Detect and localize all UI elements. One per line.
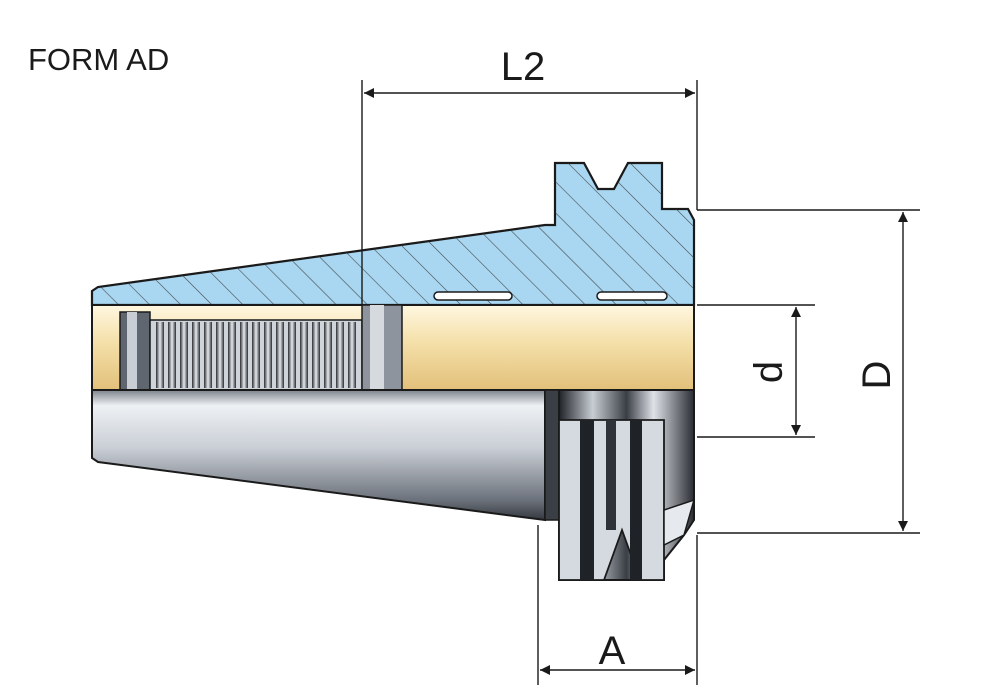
thread-ridge [156,322,164,388]
drive-notch [663,498,696,547]
section-hatch [92,163,694,305]
thread-ridge [216,322,224,388]
thread-ridge [204,322,212,388]
thread-ridge [288,322,296,388]
page-title: FORM AD [28,42,169,77]
d-label: d [747,361,791,383]
taper-body [91,389,546,522]
L2-label: L2 [501,45,546,89]
key-slot-right [596,291,668,301]
groove-ring-left-highlight [127,312,137,390]
flange-band-1 [580,420,594,580]
thread-ridge [252,322,260,388]
A-label: A [599,629,626,673]
thread-ridge [180,322,188,388]
thread-ridge [312,322,320,388]
upper-section [90,161,696,307]
D-label: D [855,361,899,390]
thread-ridge [264,322,272,388]
thread-ridge [168,322,176,388]
thread-ridge [300,322,308,388]
thread-ridge [240,322,248,388]
collar-ring [544,389,560,521]
thread-ridge [192,322,200,388]
flange-band-3 [630,420,642,580]
bore-step-highlight [370,305,384,390]
thread-ridges [156,322,356,388]
thread-ridge [276,322,284,388]
flange-band-2 [606,420,616,530]
dimension-lines [361,80,920,685]
lower-exterior [91,389,696,581]
bore-section [91,304,695,391]
thread-ridge [324,322,332,388]
thread-ridge [348,322,356,388]
thread-ridge [336,322,344,388]
thread-ridge [228,322,236,388]
key-slot-left [433,291,513,301]
